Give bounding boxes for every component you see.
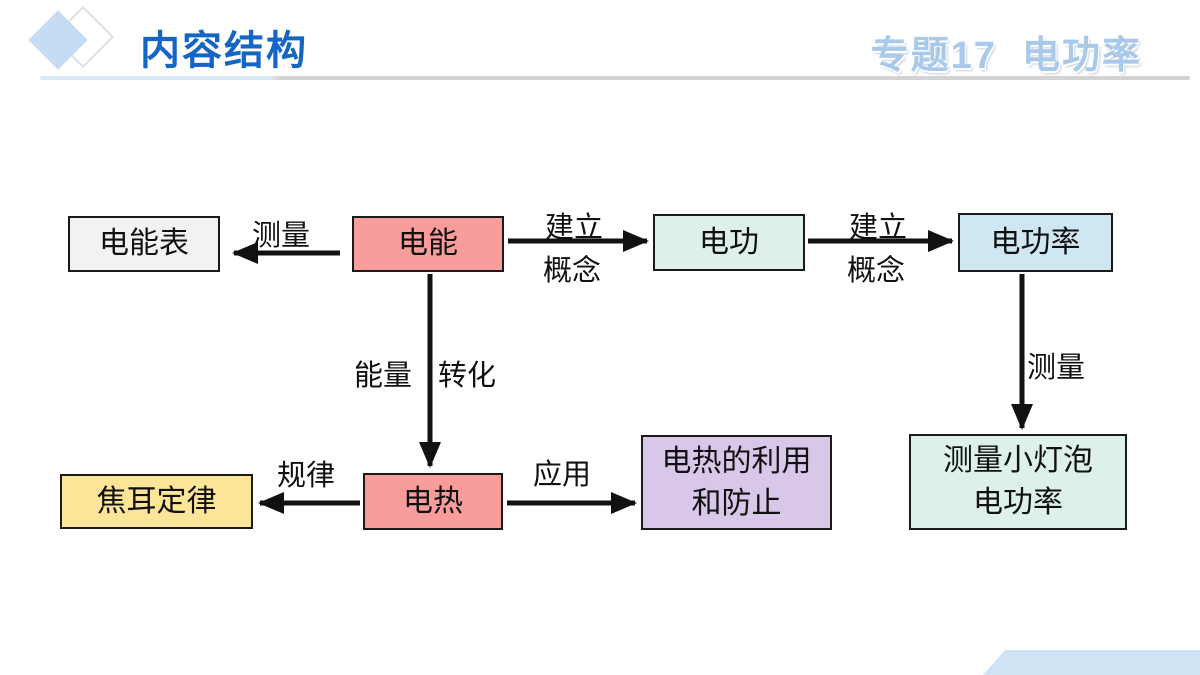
page-title: 内容结构 [140, 29, 308, 73]
node-label-line1: 电热的利用 [661, 444, 812, 478]
edge-label-concept-1: 概念 [543, 255, 602, 287]
node-label: 电功率 [990, 225, 1081, 259]
node-label: 电能表 [99, 227, 189, 260]
header-divider [40, 76, 1190, 80]
node-label-line1: 测量小灯泡 [943, 444, 1093, 477]
edge-label-establish-1: 建立 [545, 212, 604, 244]
topic-title: 专题17 电功率 [870, 35, 1142, 77]
node-heat-use-prevention: 电热的利用 和防止 [641, 435, 832, 530]
edge-label-measure-meter: 测量 [252, 220, 311, 252]
node-label: 焦耳定律 [96, 484, 217, 518]
edge-label-concept-2: 概念 [847, 255, 906, 287]
node-electric-energy: 电能 [352, 216, 504, 272]
node-label-line2: 和防止 [691, 486, 782, 520]
node-label: 测量小灯泡 电功率 [943, 440, 1093, 524]
edge-label-measure-power: 测量 [1027, 352, 1086, 384]
edge-label-law: 规律 [277, 460, 336, 492]
node-electric-power: 电功率 [958, 213, 1113, 272]
node-joule-law: 焦耳定律 [60, 474, 253, 529]
node-label: 电功 [699, 225, 759, 259]
corner-decoration [983, 650, 1200, 675]
edge-label-energy: 能量 [354, 360, 413, 392]
edge-label-application: 应用 [533, 459, 592, 491]
node-label: 电能 [398, 227, 458, 260]
node-electric-heat: 电热 [363, 473, 503, 530]
node-electric-work: 电功 [653, 214, 805, 271]
edge-label-establish-2: 建立 [849, 212, 908, 244]
node-label: 电热 [403, 484, 463, 518]
node-energy-meter: 电能表 [68, 216, 220, 272]
node-label: 电热的利用 和防止 [662, 441, 812, 525]
node-measure-bulb-power: 测量小灯泡 电功率 [909, 434, 1127, 530]
edge-label-conversion: 转化 [438, 360, 497, 392]
node-label-line2: 电功率 [973, 486, 1063, 519]
